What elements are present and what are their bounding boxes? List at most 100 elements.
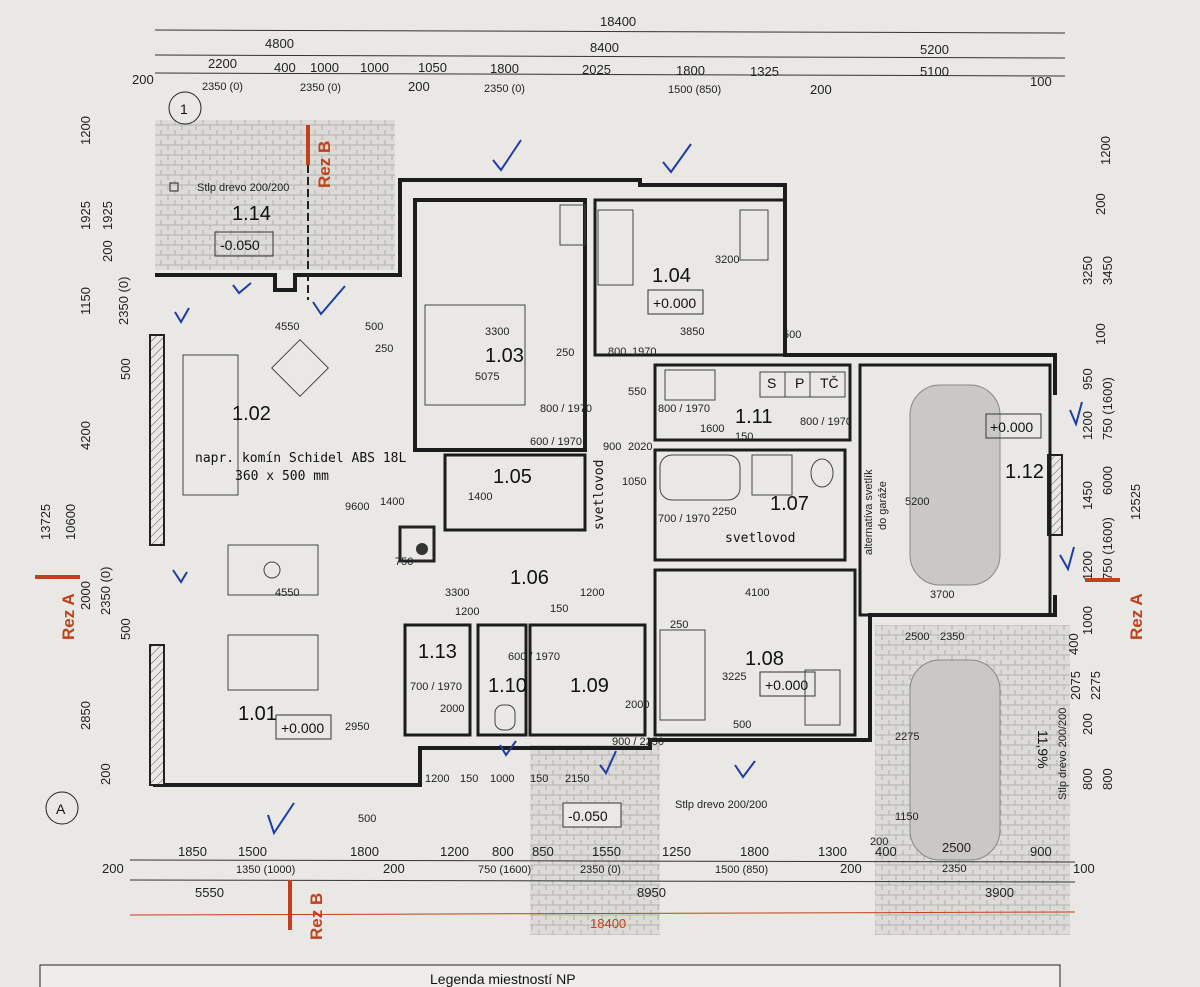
dim-text: 750 bbox=[395, 556, 413, 568]
section-mark-b-top: Rez B bbox=[315, 141, 334, 188]
dim-text: 100 bbox=[1093, 323, 1108, 345]
room-labels: 1.01 +0.000 1.02 1.03 1.04 +0.000 1.05 1… bbox=[214, 203, 1044, 828]
section-mark-b-bottom: Rez B bbox=[307, 893, 326, 940]
dim-text: 1500 bbox=[238, 844, 267, 859]
dim-text: 800 bbox=[1100, 768, 1115, 790]
dim-text: 800 / 1970 bbox=[540, 403, 592, 415]
dim-text: 3225 bbox=[722, 671, 746, 683]
dim-text: 3700 bbox=[930, 589, 954, 601]
dim-text: 1200 bbox=[78, 116, 93, 145]
room-1-11-label: 1.11 bbox=[735, 406, 772, 428]
dim-text: 5200 bbox=[920, 42, 949, 57]
legend-box bbox=[39, 964, 1061, 987]
dim-text: 10600 bbox=[63, 504, 78, 540]
room-1-04-label: 1.04 bbox=[652, 265, 691, 287]
grid-axis-1 bbox=[168, 91, 202, 125]
room-1-14-level: -0.050 bbox=[220, 237, 260, 253]
dim-text: 200 bbox=[810, 82, 832, 97]
dim-text: 9600 bbox=[345, 501, 369, 513]
dim-text: 2950 bbox=[345, 721, 369, 733]
room-1-01-level: +0.000 bbox=[281, 720, 324, 736]
dim-text: 1200 bbox=[455, 606, 479, 618]
note-slope: 11,9% bbox=[1035, 730, 1051, 769]
dim-text: 1050 bbox=[622, 476, 646, 488]
dim-text: 900 bbox=[1030, 844, 1052, 859]
dim-text: 800 bbox=[492, 844, 514, 859]
room-1-13-label: 1.13 bbox=[418, 641, 457, 663]
dim-text: 1400 bbox=[468, 491, 492, 503]
dim-text: 3900 bbox=[985, 885, 1014, 900]
dim-text: 800 bbox=[1080, 768, 1095, 790]
dim-text: 200 bbox=[1080, 713, 1095, 735]
dim-text: 1850 bbox=[178, 844, 207, 859]
grid-axis-label: 1 bbox=[180, 101, 188, 117]
room-1-12-level: +0.000 bbox=[990, 419, 1033, 435]
dim-text: 2350 (0) bbox=[98, 567, 113, 615]
dim-text: 2000 bbox=[78, 581, 93, 610]
dim-text: 1600 bbox=[700, 423, 724, 435]
chimney bbox=[398, 525, 436, 563]
dim-text: 5200 bbox=[905, 496, 929, 508]
dim-text: 1050 bbox=[418, 60, 447, 75]
dim-text: 2350 bbox=[940, 631, 964, 643]
dim-overall-top: 18400 bbox=[600, 14, 636, 29]
dim-text: 13725 bbox=[38, 504, 53, 540]
room-1-04-level: +0.000 bbox=[653, 295, 696, 311]
bottom-dimensions bbox=[129, 859, 1076, 916]
dim-text: 1150 bbox=[895, 811, 919, 823]
dim-text: 1350 (1000) bbox=[236, 864, 295, 876]
dim-text: 850 bbox=[532, 844, 554, 859]
dim-text: 500 bbox=[783, 329, 801, 341]
dim-text: 900 / 2250 bbox=[612, 736, 664, 748]
dim-text: 1300 bbox=[818, 844, 847, 859]
dim-text: 3300 bbox=[485, 326, 509, 338]
dim-text: 200 bbox=[408, 79, 430, 94]
dim-text: 2350 (0) bbox=[202, 81, 243, 93]
dim-text: 2350 bbox=[942, 863, 966, 875]
room-1-02-label: 1.02 bbox=[232, 403, 271, 425]
dim-text: 4800 bbox=[265, 36, 294, 51]
room-1-08-label: 1.08 bbox=[745, 648, 784, 670]
utility-label-p: P bbox=[795, 375, 804, 391]
dim-text: 400 bbox=[274, 60, 296, 75]
dim-text: 2350 (0) bbox=[580, 864, 621, 876]
notes: Stlp drevo 200/200 Stlp drevo 200/200 St… bbox=[169, 182, 1069, 811]
note-skylight-bath: svetlovod bbox=[725, 531, 795, 546]
terrace-paving-top bbox=[155, 120, 395, 270]
dim-text: 1550 bbox=[592, 844, 621, 859]
room-1-08-level: +0.000 bbox=[765, 677, 808, 693]
dim-text: 1800 bbox=[740, 844, 769, 859]
dim-text: 2500 bbox=[942, 840, 971, 855]
dim-text: 2275 bbox=[1088, 671, 1103, 700]
dim-text: 1000 bbox=[310, 60, 339, 75]
dim-text: 200 bbox=[383, 861, 405, 876]
dim-text: 2350 (0) bbox=[484, 83, 525, 95]
section-marks: Rez B Rez B Rez A Rez A bbox=[35, 125, 1146, 940]
room-1-05-label: 1.05 bbox=[493, 466, 532, 488]
dim-text: 200 bbox=[102, 861, 124, 876]
dim-text: 2350 (0) bbox=[300, 82, 341, 94]
dim-text: 2200 bbox=[208, 56, 237, 71]
dim-text: 1000 bbox=[360, 60, 389, 75]
room-1-01-label: 1.01 bbox=[238, 703, 277, 725]
dim-text: 500 bbox=[733, 719, 751, 731]
dim-text: 700 / 1970 bbox=[410, 681, 462, 693]
dim-text: 1400 bbox=[380, 496, 404, 508]
note-post-top: Stlp drevo 200/200 bbox=[197, 182, 289, 194]
utility-label-s: S bbox=[767, 375, 776, 391]
dim-text: 3250 bbox=[1080, 256, 1095, 285]
dim-text: 2150 bbox=[565, 773, 589, 785]
dim-text: 1000 bbox=[490, 773, 514, 785]
dim-text: 500 bbox=[118, 618, 133, 640]
grid-axis-a bbox=[45, 791, 79, 825]
dim-text: 3200 bbox=[715, 254, 739, 266]
section-mark-a-right: Rez A bbox=[1127, 593, 1146, 640]
note-chimney-2: 360 x 500 mm bbox=[235, 469, 329, 484]
dim-text: 950 bbox=[1080, 368, 1095, 390]
dim-text: 1500 (850) bbox=[668, 84, 721, 96]
dim-text: 200 bbox=[870, 836, 888, 848]
dim-text: 150 bbox=[550, 603, 568, 615]
dim-text: 150 bbox=[530, 773, 548, 785]
